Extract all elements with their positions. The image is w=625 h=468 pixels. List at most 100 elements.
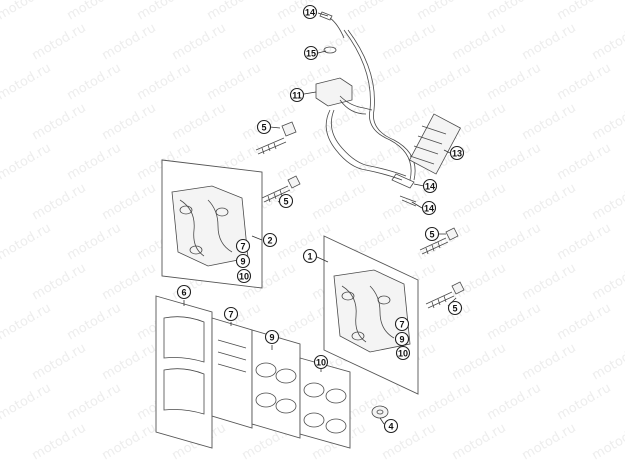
watermark-text: motod.ru [240, 101, 299, 144]
watermark-text: motod.ru [485, 0, 544, 23]
watermark-text: motod.ru [65, 301, 124, 344]
watermark-text: motod.ru [30, 341, 89, 384]
watermark-text: motod.ru [345, 381, 404, 424]
watermark-text: motod.ru [310, 21, 369, 64]
watermark-text: motod.ru [135, 0, 194, 23]
callout-14-top[interactable]: 14 [302, 4, 318, 20]
callout-2[interactable]: 2 [262, 232, 278, 248]
callout-11-label: 11 [292, 91, 302, 101]
callout-10-left[interactable]: 10 [236, 268, 252, 284]
left-caliper-plate [161, 159, 263, 289]
watermark-text: motod.ru [65, 221, 124, 264]
bushing-4 [371, 405, 389, 419]
callout-9-bottom[interactable]: 9 [264, 329, 280, 345]
callout-5-b[interactable]: 5 [278, 193, 294, 209]
callout-9-left[interactable]: 9 [235, 253, 251, 269]
brake-line-assembly [315, 11, 417, 207]
callout-7-left[interactable]: 7 [235, 238, 251, 254]
watermark-text: motod.ru [450, 421, 509, 464]
callout-10-bottom[interactable]: 10 [313, 354, 329, 370]
watermark-text: motod.ru [450, 21, 509, 64]
watermark-text: motod.ru [555, 0, 614, 23]
callout-4-label: 4 [388, 422, 393, 432]
watermark-text: motod.ru [100, 21, 159, 64]
callout-13-label: 13 [452, 149, 462, 159]
watermark-text: motod.ru [415, 221, 474, 264]
callout-10-right[interactable]: 10 [395, 345, 411, 361]
right-caliper-plate [323, 235, 419, 395]
callout-9-left-label: 9 [240, 257, 245, 267]
bolt-5-a [255, 121, 297, 155]
watermark-text: motod.ru [555, 221, 614, 264]
watermark-text: motod.ru [415, 381, 474, 424]
watermark-text: motod.ru [65, 61, 124, 104]
watermark-text: motod.ru [415, 61, 474, 104]
watermark-text: motod.ru [415, 0, 474, 23]
watermark-text: motod.ru [310, 181, 369, 224]
watermark-text: motod.ru [485, 141, 544, 184]
watermark-text: motod.ru [415, 301, 474, 344]
callout-1-label: 1 [307, 252, 312, 262]
watermark-text: motod.ru [205, 0, 264, 23]
watermark-text: motod.ru [485, 301, 544, 344]
callout-10-right-label: 10 [398, 349, 408, 359]
callout-14-mid-label: 14 [425, 182, 435, 192]
watermark-text: motod.ru [240, 21, 299, 64]
watermark-text: motod.ru [520, 341, 579, 384]
callout-9-bottom-label: 9 [269, 333, 274, 343]
watermark-text: motod.ru [100, 261, 159, 304]
watermark-text: motod.ru [590, 101, 625, 144]
bolt-5-c [419, 227, 459, 255]
callout-14-low[interactable]: 14 [421, 200, 437, 216]
bolt-5-b [261, 175, 301, 203]
watermark-text: motod.ru [0, 381, 54, 424]
callout-7-right[interactable]: 7 [394, 316, 410, 332]
watermark-text: motod.ru [590, 421, 625, 464]
watermark-text: motod.ru [0, 61, 54, 104]
watermark-text: motod.ru [520, 421, 579, 464]
watermark-text: motod.ru [275, 141, 334, 184]
seal-plate-9 [251, 329, 301, 439]
watermark-text: motod.ru [520, 101, 579, 144]
watermark-text: motod.ru [450, 181, 509, 224]
watermark-text: motod.ru [0, 0, 54, 23]
callout-4[interactable]: 4 [383, 418, 399, 434]
callout-6[interactable]: 6 [176, 284, 192, 300]
watermark-text: motod.ru [0, 301, 54, 344]
callout-1[interactable]: 1 [302, 248, 318, 264]
callout-14-mid[interactable]: 14 [422, 178, 438, 194]
watermark-text: motod.ru [520, 21, 579, 64]
callout-5-b-label: 5 [283, 197, 288, 207]
watermark-text: motod.ru [100, 181, 159, 224]
bolt-5-d [425, 281, 465, 309]
callout-15-label: 15 [306, 49, 316, 59]
callout-9-right[interactable]: 9 [394, 331, 410, 347]
spring-kit-13 [409, 113, 461, 175]
watermark-text: motod.ru [30, 21, 89, 64]
seal-plate-10 [299, 357, 351, 449]
watermark-text: motod.ru [450, 261, 509, 304]
callout-5-a[interactable]: 5 [256, 119, 272, 135]
callout-2-label: 2 [267, 236, 272, 246]
watermark-text: motod.ru [65, 141, 124, 184]
watermark-text: motod.ru [485, 61, 544, 104]
watermark-text: motod.ru [555, 61, 614, 104]
callout-7-right-label: 7 [399, 320, 404, 330]
watermark-text: motod.ru [450, 101, 509, 144]
watermark-text: motod.ru [170, 21, 229, 64]
callout-5-a-label: 5 [261, 123, 266, 133]
watermark-text: motod.ru [590, 21, 625, 64]
callout-11[interactable]: 11 [289, 87, 305, 103]
callout-15[interactable]: 15 [303, 45, 319, 61]
callout-5-d[interactable]: 5 [447, 300, 463, 316]
watermark-text: motod.ru [555, 301, 614, 344]
callout-7-bottom[interactable]: 7 [223, 306, 239, 322]
callout-7-bottom-label: 7 [228, 310, 233, 320]
callout-13[interactable]: 13 [449, 145, 465, 161]
watermark-text: motod.ru [0, 221, 54, 264]
watermark-text: motod.ru [590, 181, 625, 224]
callout-7-left-label: 7 [240, 242, 245, 252]
callout-5-c[interactable]: 5 [424, 226, 440, 242]
callout-5-c-label: 5 [429, 230, 434, 240]
